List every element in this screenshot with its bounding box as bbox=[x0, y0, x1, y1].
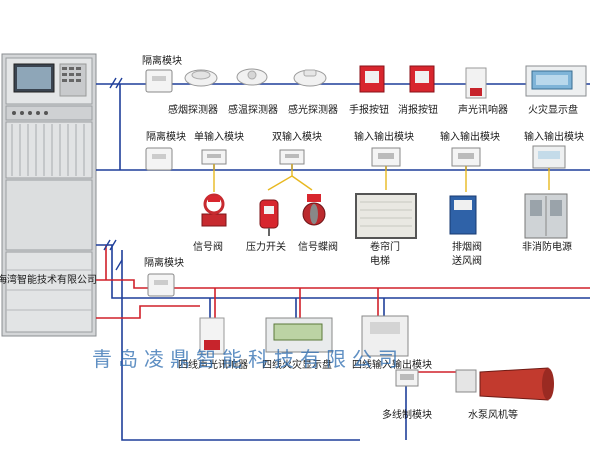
four-wire-io-module-label: 四线输入输出模块 bbox=[352, 358, 432, 371]
company-watermark: 青岛凌鼎智能科技有限公司 bbox=[92, 347, 404, 371]
pump-fan-label: 水泵风机等 bbox=[468, 408, 518, 421]
flame-detector-label: 感光探测器 bbox=[288, 103, 338, 116]
pressure-switch-label: 压力开关 bbox=[246, 240, 286, 253]
signal-valve-label: 信号阀 bbox=[193, 240, 223, 253]
io-module-3-label: 输入输出模块 bbox=[524, 130, 584, 143]
heat-detector-label: 感温探测器 bbox=[228, 103, 278, 116]
single-input-module bbox=[201, 149, 227, 165]
isolation-module-2 bbox=[145, 147, 173, 171]
hydrant-button-label: 消报按钮 bbox=[398, 103, 438, 116]
smoke-exhaust-valve-label: 排烟阀 bbox=[452, 240, 482, 253]
heat-detector-icon bbox=[236, 68, 268, 86]
dual-input-module bbox=[279, 149, 305, 165]
elevator-label: 电梯 bbox=[370, 254, 390, 267]
four-wire-display-icon bbox=[265, 317, 333, 353]
manual-alarm-button-label: 手报按钮 bbox=[349, 103, 389, 116]
four-wire-sounder-icon bbox=[199, 317, 225, 355]
smoke-exhaust-valve-icon bbox=[449, 195, 477, 235]
multiline-control-module-label: 多线制模块 bbox=[382, 408, 432, 421]
isolation-module-2-label: 隔离模块 bbox=[146, 130, 186, 143]
field-device-leads bbox=[213, 164, 550, 192]
single-input-module-label: 单输入模块 bbox=[194, 130, 244, 143]
manual-alarm-button-icon bbox=[359, 65, 385, 93]
non-fire-power-label: 非消防电源 bbox=[522, 240, 572, 253]
io-module-1 bbox=[371, 147, 401, 167]
sounder-strobe-label: 声光讯响器 bbox=[458, 103, 508, 116]
signal-butterfly-valve-icon bbox=[302, 194, 326, 226]
power-wiring bbox=[96, 245, 590, 373]
io-module-3 bbox=[532, 145, 566, 169]
smoke-detector-icon bbox=[184, 69, 218, 87]
io-module-2 bbox=[451, 147, 481, 167]
cabinet-nameplate: 海湾智能技术有限公司 bbox=[0, 273, 97, 286]
hydrant-button-icon bbox=[409, 65, 435, 93]
dual-input-module-label: 双输入模块 bbox=[272, 130, 322, 143]
four-wire-display-label: 四线火灾显示盘 bbox=[262, 358, 332, 371]
fire-display-panel-icon bbox=[525, 65, 587, 97]
flame-detector-icon bbox=[293, 69, 327, 87]
isolation-module-1 bbox=[145, 69, 173, 93]
smoke-detector-label: 感烟探测器 bbox=[168, 103, 218, 116]
isolation-module-1-label: 隔离模块 bbox=[142, 54, 182, 67]
signal-valve-icon bbox=[201, 193, 227, 227]
shutter-door-icon bbox=[355, 193, 417, 239]
four-wire-io-module-icon bbox=[361, 315, 409, 357]
isolation-module-3 bbox=[147, 273, 175, 297]
isolation-module-3-label: 隔离模块 bbox=[144, 256, 184, 269]
sounder-strobe-icon bbox=[465, 67, 487, 99]
pressure-switch-icon bbox=[259, 199, 279, 236]
air-supply-valve-label: 送风阀 bbox=[452, 254, 482, 267]
signal-butterfly-valve-label: 信号蝶阀 bbox=[298, 240, 338, 253]
fire-display-panel-label: 火灾显示盘 bbox=[528, 103, 578, 116]
io-module-2-label: 输入输出模块 bbox=[440, 130, 500, 143]
four-wire-sounder-label: 四线声光讯响器 bbox=[178, 358, 248, 371]
pump-fan-icon bbox=[455, 367, 554, 401]
multiline-control-module-icon bbox=[395, 369, 419, 387]
shutter-door-label: 卷帘门 bbox=[370, 240, 400, 253]
wire-break-marks bbox=[103, 77, 123, 271]
io-module-1-label: 输入输出模块 bbox=[354, 130, 414, 143]
non-fire-power-cabinet-icon bbox=[524, 193, 568, 239]
fire-alarm-controller-cabinet bbox=[1, 53, 97, 337]
